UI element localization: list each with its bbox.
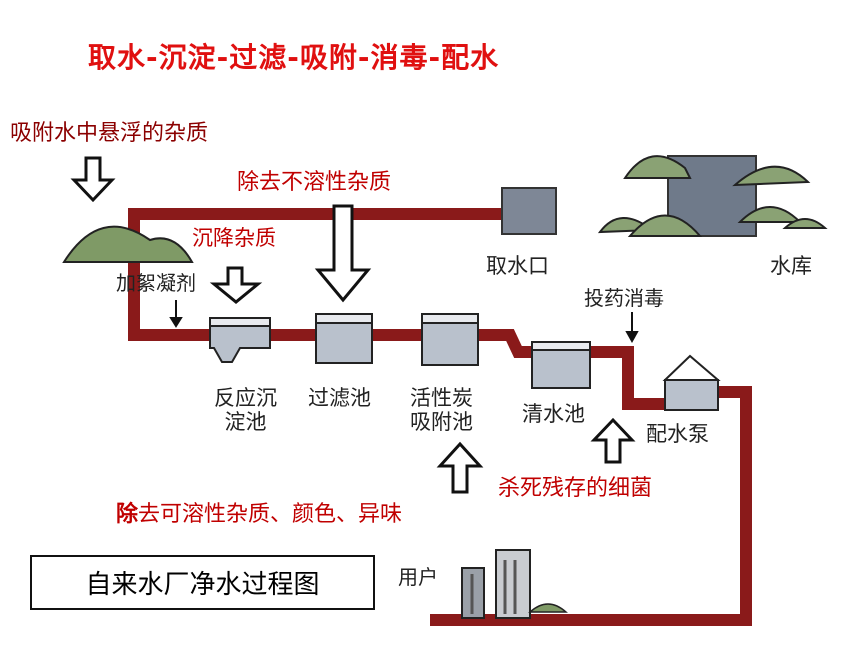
filter-tank [315, 313, 373, 364]
arrow-adsorb [70, 156, 116, 203]
label-reaction-tank-line2: 淀池 [224, 410, 267, 435]
annotation-adsorb-suspended: 吸附水中悬浮的杂质 [10, 121, 209, 146]
label-carbon-tank: 活性炭 吸附池 [410, 386, 473, 434]
label-user: 用户 [398, 565, 438, 589]
reaction-tank [209, 317, 271, 363]
label-coagulant: 加絮凝剂 [116, 271, 196, 295]
intake-box [501, 187, 557, 235]
annotation-remove-soluble-rest: 去可溶性杂质、颜色、异味 [138, 502, 403, 527]
annotation-remove-soluble-prefix: 除 [116, 502, 139, 527]
carbon-tank [421, 313, 479, 366]
reservoir-illustration [597, 155, 828, 237]
label-pump: 配水泵 [646, 422, 709, 446]
clear-water-tank [531, 341, 591, 389]
thin-pointer-coagulant [169, 300, 183, 328]
arrow-insoluble [314, 204, 372, 303]
pump-house [662, 354, 721, 411]
label-filter-tank: 过滤池 [308, 386, 371, 410]
label-intake: 取水口 [486, 254, 549, 278]
label-reaction-tank-line1: 反应沉 [214, 386, 277, 410]
annotation-sedimentation: 沉降杂质 [192, 226, 276, 250]
pipe-clear-to-pump [590, 346, 665, 410]
label-reaction-tank: 反应沉 淀池 [214, 386, 277, 434]
page-title: 取水-沉淀-过滤-吸附-消毒-配水 [88, 41, 500, 74]
thin-pointer-dosing [625, 312, 639, 344]
pipe-intake-to-start [128, 208, 502, 341]
arrow-disinfect [590, 417, 636, 464]
label-carbon-tank-line2: 吸附池 [410, 410, 473, 435]
label-carbon-tank-line1: 活性炭 [410, 386, 473, 410]
label-reservoir: 水库 [770, 254, 812, 278]
annotation-remove-soluble: 除去可溶性杂质、颜色、异味 [116, 504, 402, 526]
pipe-pump-to-user [430, 386, 752, 626]
pipe-carbon-to-clear [478, 329, 532, 358]
diagram-caption: 自来水厂净水过程图 [30, 555, 375, 610]
arrow-sediment [209, 266, 263, 304]
arrow-soluble [436, 441, 484, 494]
annotation-remove-insoluble: 除去不溶性杂质 [237, 170, 392, 195]
user-buildings [461, 549, 568, 619]
label-clear-tank: 清水池 [522, 402, 585, 426]
hill-illustration [62, 225, 194, 263]
annotation-kill-bacteria: 杀死残存的细菌 [498, 476, 653, 501]
pipe-network [128, 208, 752, 626]
annotation-dosing: 投药消毒 [584, 286, 664, 310]
